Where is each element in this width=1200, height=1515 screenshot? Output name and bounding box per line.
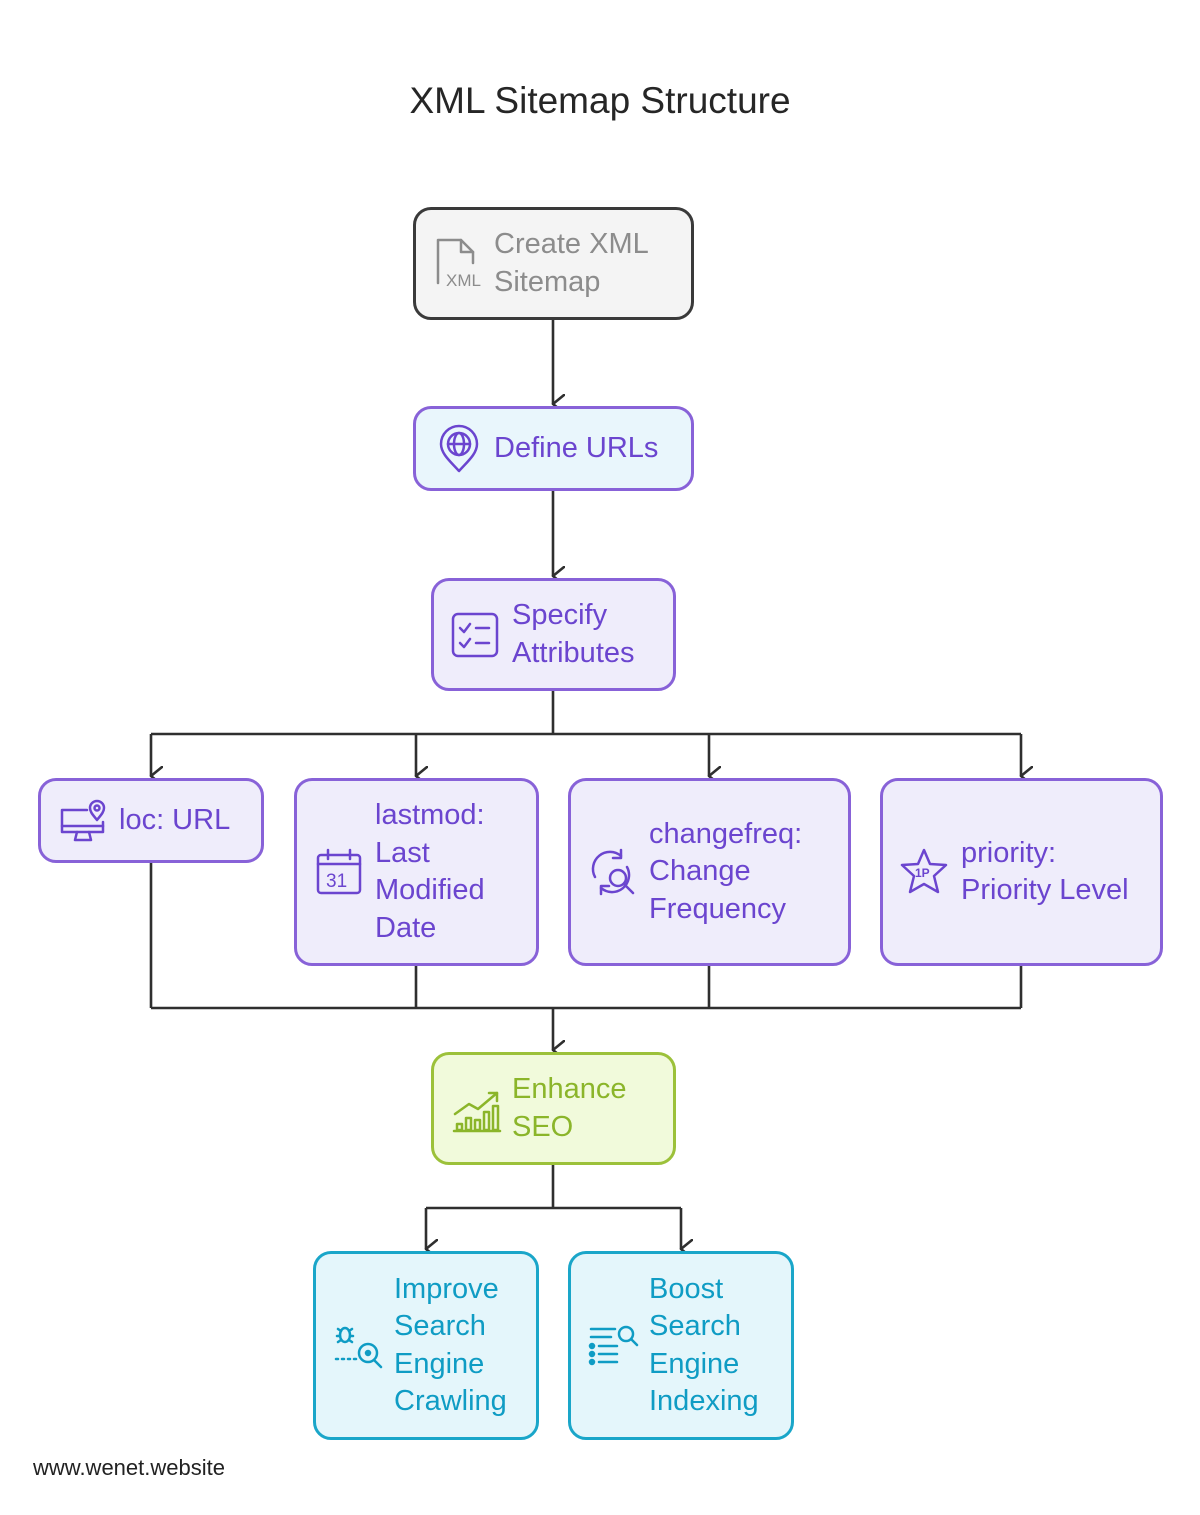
svg-text:XML: XML — [446, 271, 481, 290]
growth-chart-icon — [452, 1084, 502, 1134]
lastmod-line-4: Date — [375, 911, 437, 944]
priority-line-1: priority: — [961, 836, 1057, 869]
seo-line-2: SEO — [512, 1110, 574, 1143]
changefreq-line-3: Frequency — [649, 892, 787, 925]
node-improve-crawling: Improve Search Engine Crawling — [313, 1251, 539, 1440]
lastmod-line-1: lastmod: — [375, 799, 485, 831]
diagram-title: XML Sitemap Structure — [409, 80, 791, 121]
crawl-line-1: Improve — [394, 1272, 499, 1305]
node-specify-attributes: Specify Attributes — [431, 578, 676, 691]
create-line-1: Create XML — [494, 228, 649, 260]
index-line-1: Boost — [649, 1272, 724, 1305]
create-line-2: Sitemap — [494, 265, 601, 298]
index-line-3: Engine — [649, 1347, 740, 1380]
crawl-line-4: Crawling — [394, 1385, 507, 1417]
list-search-icon — [587, 1321, 639, 1371]
specify-line-2: Attributes — [512, 636, 635, 669]
seo-line-1: Enhance — [512, 1073, 627, 1105]
node-loc-url: loc: URL — [38, 778, 264, 863]
node-priority: 1P priority: Priority Level — [880, 778, 1163, 966]
crawl-line-2: Search — [394, 1310, 486, 1342]
define-line-1: Define URLs — [494, 431, 659, 464]
refresh-search-icon — [587, 847, 639, 897]
svg-text:1P: 1P — [915, 866, 930, 880]
node-define-urls: Define URLs — [413, 406, 694, 491]
specify-line-1: Specify — [512, 599, 608, 631]
bug-search-icon — [332, 1321, 384, 1371]
edge-specify-split — [151, 691, 1021, 736]
changefreq-line-1: changefreq: — [649, 817, 803, 850]
loc-line-1: loc: URL — [119, 803, 231, 836]
node-lastmod: 31 lastmod: Last Modified Date — [294, 778, 539, 966]
index-line-2: Search — [649, 1310, 741, 1342]
svg-text:31: 31 — [326, 871, 347, 892]
footer-website: www.wenet.website — [33, 1455, 225, 1480]
globe-pin-icon — [436, 424, 482, 474]
crawl-line-3: Engine — [394, 1347, 485, 1380]
priority-line-2: Priority Level — [961, 874, 1129, 906]
index-line-4: Indexing — [649, 1385, 759, 1417]
edge-seo-split — [426, 1165, 681, 1210]
lastmod-line-3: Modified — [375, 874, 485, 906]
changefreq-line-2: Change — [649, 855, 751, 888]
monitor-pin-icon — [57, 796, 109, 846]
node-changefreq: changefreq: Change Frequency — [568, 778, 851, 966]
lastmod-line-2: Last — [375, 836, 430, 869]
node-enhance-seo: Enhance SEO — [431, 1052, 676, 1165]
node-boost-indexing: Boost Search Engine Indexing — [568, 1251, 794, 1440]
xml-file-icon: XML — [432, 236, 484, 292]
edge-merge — [149, 863, 1023, 1010]
node-create-xml-sitemap: XML Create XML Sitemap — [413, 207, 694, 320]
star-badge-icon: 1P — [899, 847, 949, 897]
calendar-icon: 31 — [315, 847, 363, 897]
checklist-icon — [450, 610, 500, 660]
